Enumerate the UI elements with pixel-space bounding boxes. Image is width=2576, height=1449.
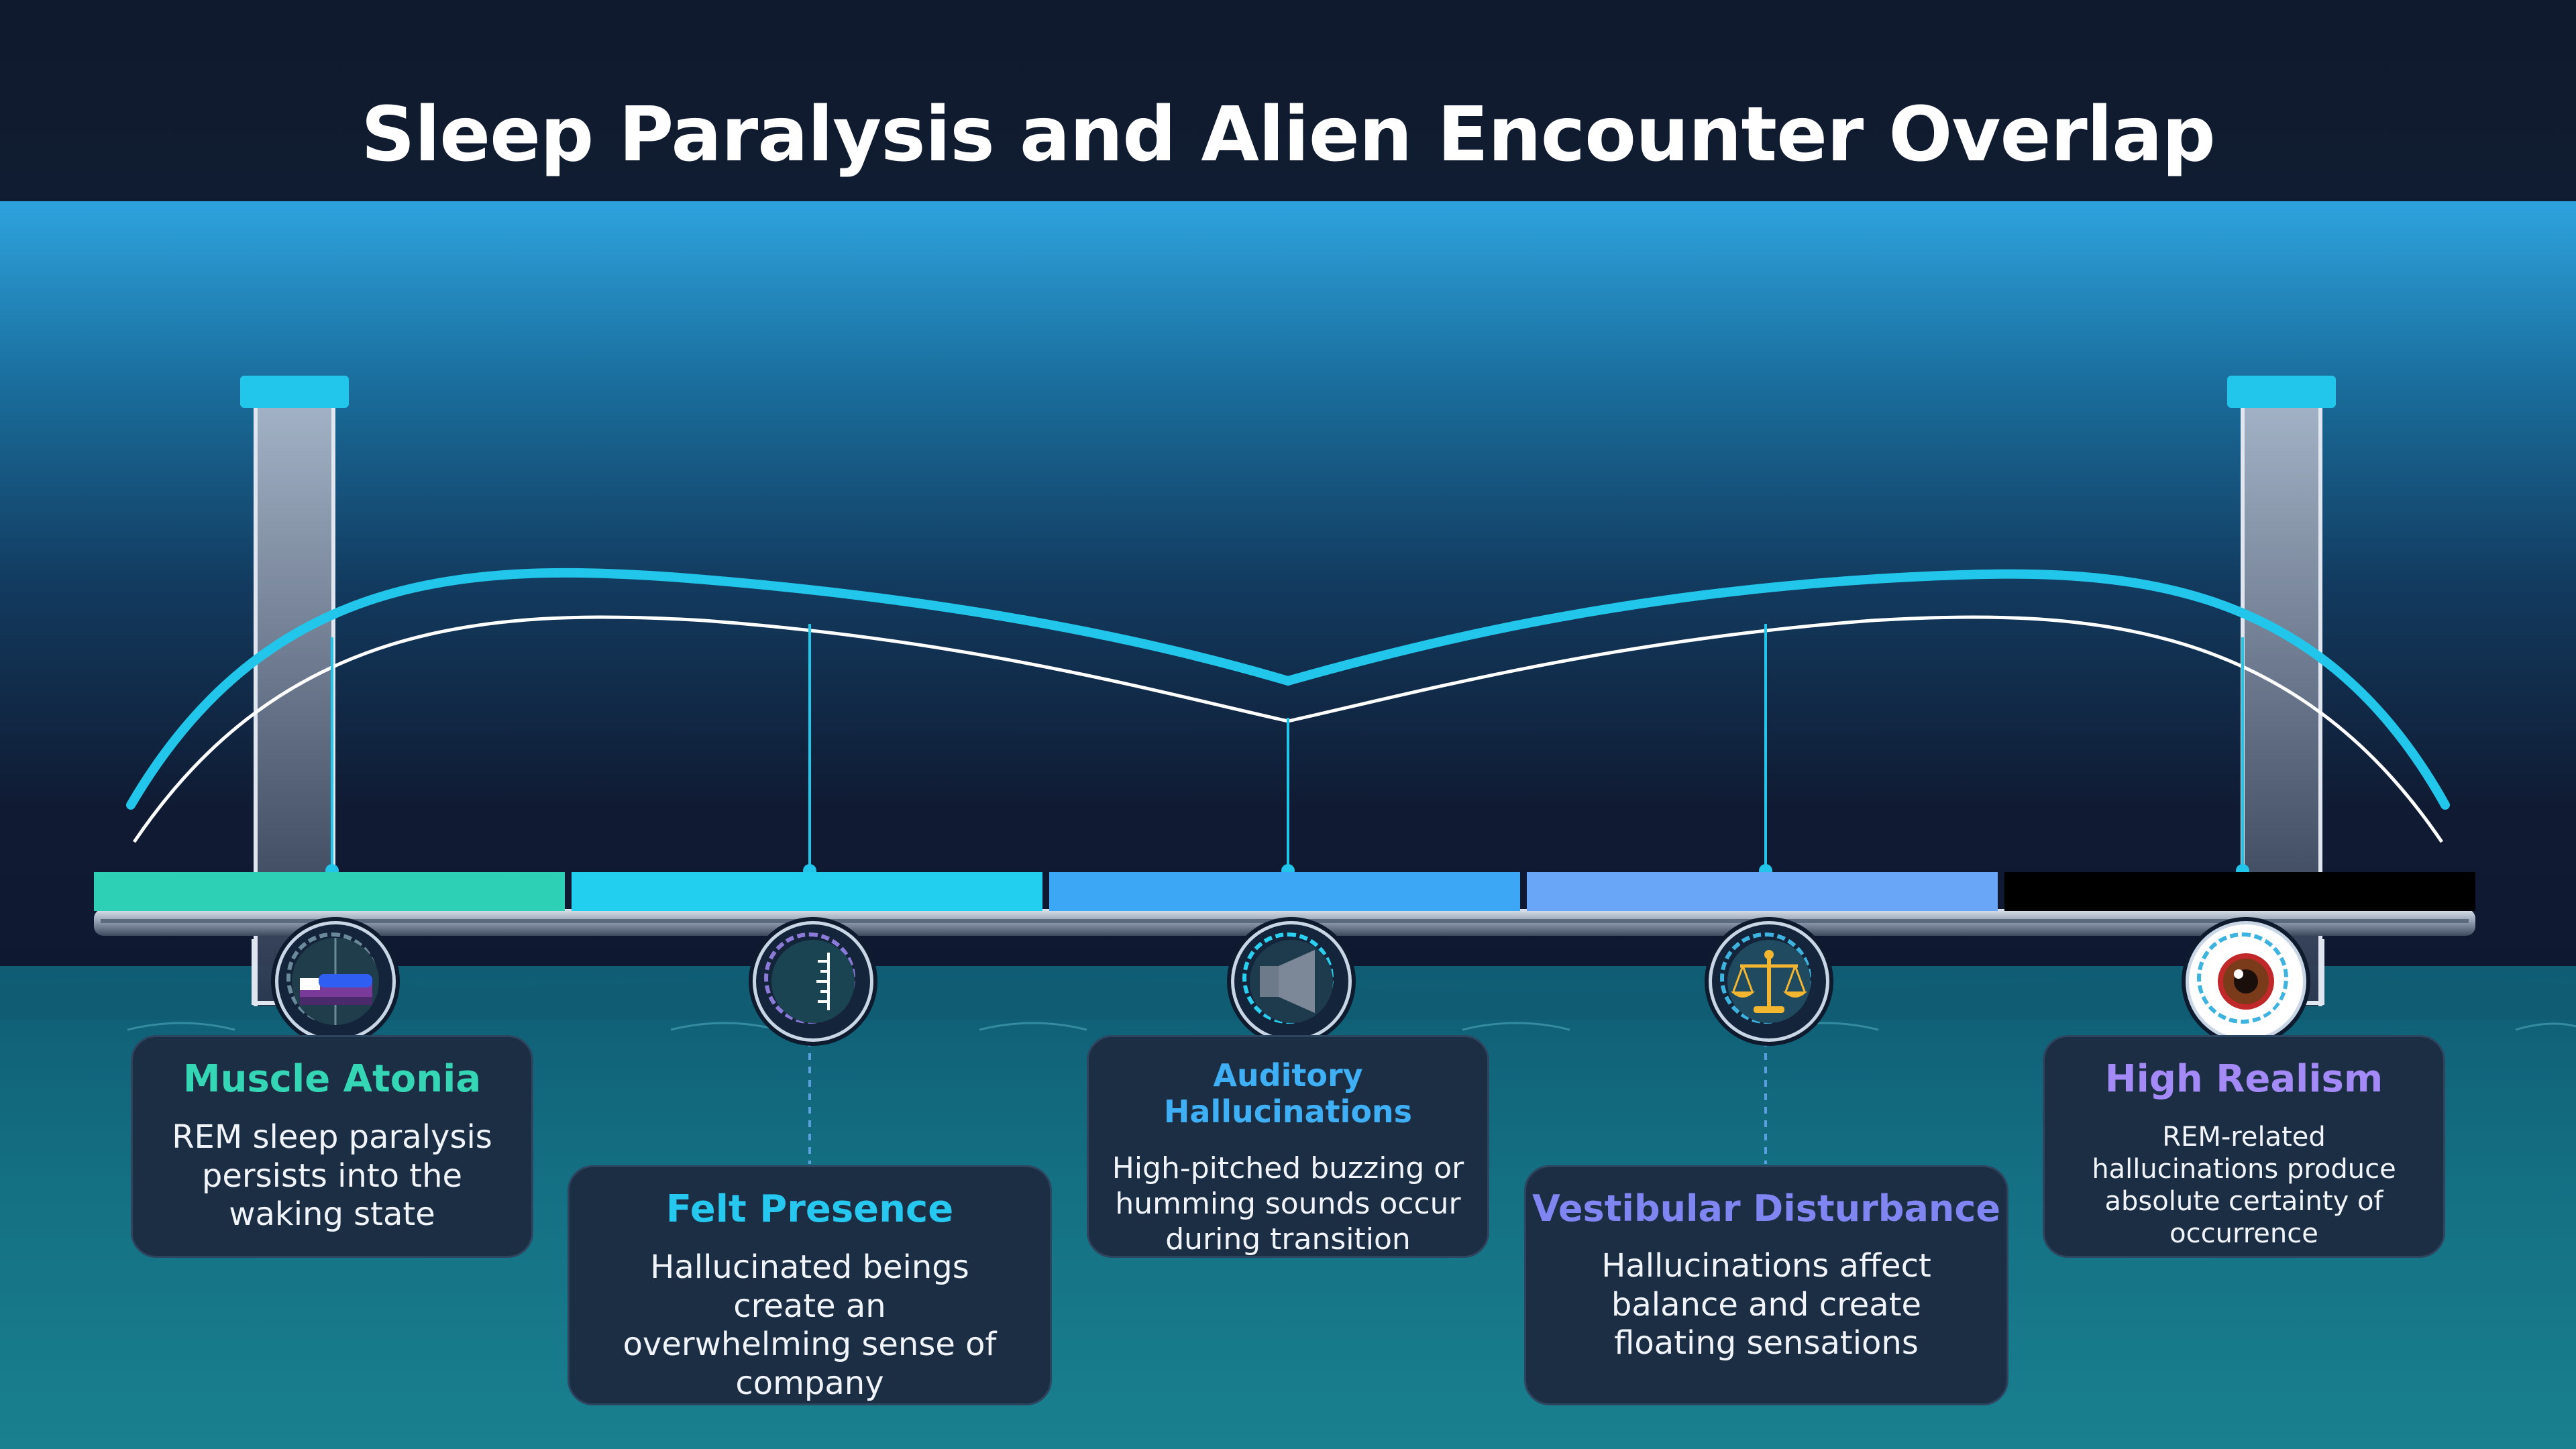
balance-scale-icon	[1709, 921, 1829, 1042]
deck-segment-3	[1049, 872, 1520, 911]
hanger-lines	[331, 624, 2244, 871]
header-band	[0, 0, 2576, 201]
eye-icon	[2186, 921, 2306, 1042]
stage-description: Hallucinations affect balance and create…	[1601, 1247, 1931, 1362]
stage-card-1: Muscle Atonia REM sleep paralysis persis…	[131, 1035, 533, 1258]
stage-title: Auditory Hallucinations	[1163, 1057, 1413, 1130]
stage-title: Felt Presence	[665, 1187, 954, 1231]
stage-title: Muscle Atonia	[182, 1057, 482, 1101]
stage-card-3: Auditory Hallucinations High-pitched buz…	[1087, 1035, 1489, 1258]
stage-title: High Realism	[2104, 1057, 2383, 1101]
stage-title: Vestibular Disturbance	[1532, 1187, 2000, 1230]
deck-segment-1	[94, 872, 565, 911]
stage-description: REM-related hallucinations produce absol…	[2092, 1122, 2396, 1249]
main-cable-cyan	[126, 568, 2450, 810]
stage-description: Hallucinated beings create an overwhelmi…	[623, 1248, 997, 1402]
stage-card-5: High Realism REM-related hallucinations …	[2043, 1035, 2445, 1258]
ruler-icon	[753, 921, 873, 1042]
page-title: Sleep Paralysis and Alien Encounter Over…	[361, 91, 2216, 178]
deck-segment-5	[2004, 872, 2475, 911]
deck-segment-2	[572, 872, 1042, 911]
stage-description: High-pitched buzzing or humming sounds o…	[1112, 1151, 1464, 1256]
bed-icon	[275, 921, 396, 1042]
stage-card-4: Vestibular Disturbance Hallucinations af…	[1524, 1165, 2008, 1405]
stage-description: REM sleep paralysis persists into the wa…	[172, 1118, 492, 1234]
speaker-icon	[1231, 921, 1352, 1042]
stage-card-2: Felt Presence Hallucinated beings create…	[568, 1165, 1052, 1405]
deck-segment-4	[1527, 872, 1998, 911]
